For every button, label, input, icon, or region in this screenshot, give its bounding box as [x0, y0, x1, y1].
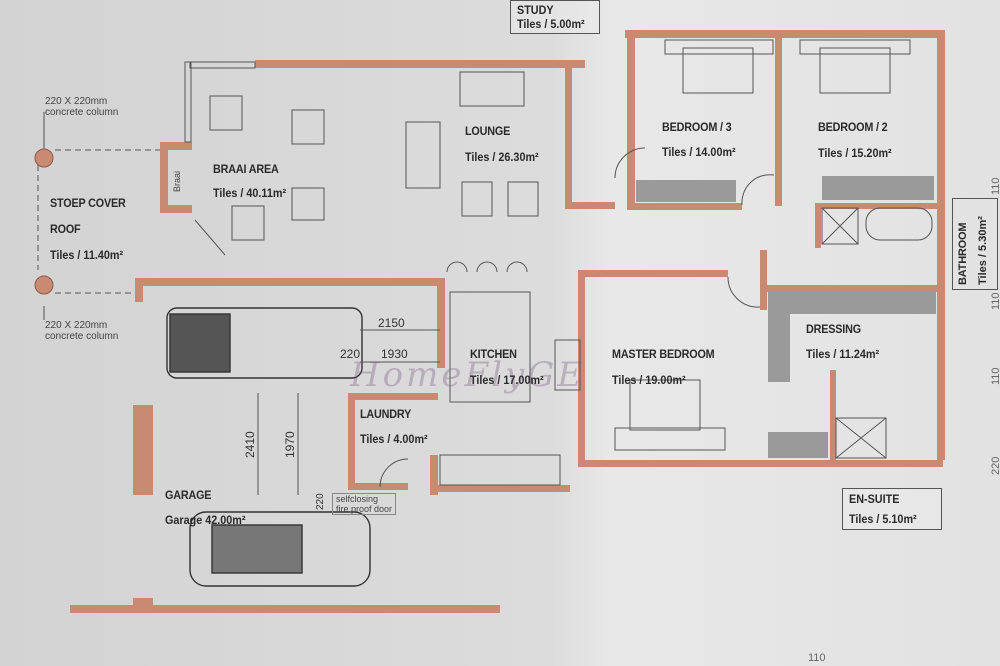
study-name: STUDY — [517, 3, 554, 17]
column-note-line2: concrete column — [45, 107, 119, 118]
column-note-line1: 220 X 220mm — [45, 96, 108, 107]
garage-area: Garage 42.00m² — [165, 513, 246, 527]
bathroom-area: Tiles / 5.30m² — [977, 216, 989, 285]
dimension-2150: 2150 — [378, 316, 405, 330]
dressing-name: DRESSING — [806, 322, 861, 336]
dimension-220-horizontal: 220 — [340, 347, 361, 361]
stoep-outline — [37, 149, 160, 294]
right-dimension-4: 220 — [990, 456, 1000, 475]
built-in-cupboards — [636, 176, 936, 458]
lounge-name: LOUNGE — [465, 124, 511, 138]
concrete-column-bottom — [34, 275, 54, 295]
fixtures — [184, 39, 933, 488]
study-label-box: STUDY Tiles / 5.00m² — [510, 0, 600, 34]
right-dimension-3: 110 — [990, 367, 1000, 385]
ensuite-label-box: EN-SUITE Tiles / 5.10m² — [842, 488, 942, 530]
dimension-220-vertical: 220 — [315, 493, 326, 510]
dimension-lines — [43, 112, 440, 495]
master-bedroom-area: Tiles / 19.00m² — [612, 373, 686, 387]
laundry-name: LAUNDRY — [360, 407, 412, 421]
braai-label: Braai — [172, 170, 182, 192]
right-dimension-1: 110 — [990, 177, 1000, 195]
garage-name: GARAGE — [165, 488, 212, 502]
kitchen-name: KITCHEN — [470, 347, 517, 361]
dimension-2410: 2410 — [243, 431, 257, 458]
watermark: HomeFlyGE — [350, 355, 586, 395]
dimension-1970: 1970 — [283, 431, 297, 458]
stoep-name-line2: ROOF — [50, 222, 81, 236]
bathroom-name: BATHROOM — [957, 222, 969, 285]
bedroom3-area: Tiles / 14.00m² — [662, 145, 736, 159]
bedroom3-name: BEDROOM / 3 — [662, 120, 732, 134]
kitchen-area: Tiles / 17.00m² — [470, 373, 544, 387]
bathroom-label-box: BATHROOM Tiles / 5.30m² — [952, 198, 998, 290]
vehicles — [166, 307, 371, 587]
fire-door-note-line2: fire proof door — [336, 504, 393, 514]
dressing-area: Tiles / 11.24m² — [806, 347, 880, 361]
column-note-line2: concrete column — [45, 331, 119, 342]
right-dimension-2: 110 — [990, 292, 1000, 310]
stoep-name-line1: STOEP COVER — [50, 196, 126, 210]
braai-area-area: Tiles / 40.11m² — [213, 186, 287, 200]
dimension-1930: 1930 — [381, 347, 408, 361]
fire-door-note-line1: selfclosing — [336, 494, 379, 504]
braai-area-name: BRAAI AREA — [213, 162, 279, 176]
study-area: Tiles / 5.00m² — [517, 17, 585, 31]
master-bedroom-name: MASTER BEDROOM — [612, 347, 715, 361]
laundry-area: Tiles / 4.00m² — [360, 432, 428, 446]
column-note-line1: 220 X 220mm — [45, 320, 108, 331]
bedroom2-name: BEDROOM / 2 — [818, 120, 888, 134]
bedroom2-area: Tiles / 15.20m² — [818, 146, 892, 160]
walls — [70, 30, 945, 613]
concrete-column-top — [34, 148, 54, 168]
stoep-area: Tiles / 11.40m² — [50, 248, 124, 262]
ensuite-area: Tiles / 5.10m² — [849, 512, 917, 526]
lounge-area: Tiles / 26.30m² — [465, 150, 539, 164]
bottom-dimension: 110 — [808, 652, 826, 664]
ensuite-name: EN-SUITE — [849, 492, 900, 506]
